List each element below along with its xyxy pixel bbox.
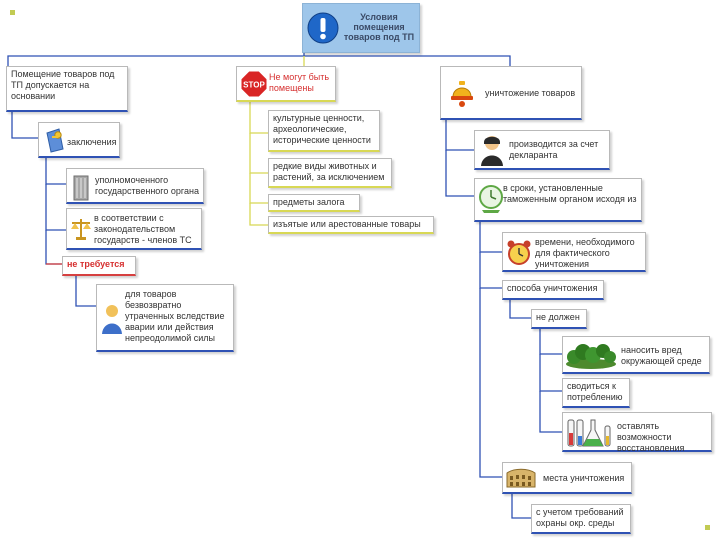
bell-icon bbox=[451, 81, 473, 107]
root-title: Условия помещения товаров под ТП bbox=[343, 12, 415, 42]
requirements-label: с учетом требований охраны окр. среды bbox=[536, 507, 624, 528]
places-node[interactable]: места уничтожения bbox=[502, 462, 632, 494]
key-document-icon bbox=[46, 128, 64, 153]
building-icon bbox=[73, 175, 89, 201]
restore-label: оставлять возможности восстановления bbox=[617, 421, 685, 453]
lost-goods-label: для товаров безвозвратно утраченных всле… bbox=[125, 289, 225, 343]
time-needed-label: времени, необходимого для фактического у… bbox=[535, 237, 635, 269]
per-law-label: в соответствии с законодательством госуд… bbox=[94, 213, 192, 245]
declarant-cost-label: производится за счет декларанта bbox=[509, 139, 599, 160]
scales-icon bbox=[71, 219, 91, 240]
declarant-cost-node[interactable]: производится за счет декларанта bbox=[474, 130, 610, 170]
reduce-label: сводиться к потреблению bbox=[567, 381, 623, 402]
cannot-be-placed-label: Не могут быть помещены bbox=[269, 72, 330, 93]
must-not-node[interactable]: не должен bbox=[531, 309, 587, 329]
conclusions-node[interactable]: заключения bbox=[38, 122, 120, 158]
cannot-be-placed-node[interactable]: STOP Не могут быть помещены bbox=[236, 66, 336, 102]
colosseum-icon bbox=[506, 468, 536, 488]
flasks-icon bbox=[567, 419, 611, 447]
authorized-body-label: уполномоченного государственного органа bbox=[95, 175, 199, 196]
time-needed-node[interactable]: времени, необходимого для фактического у… bbox=[502, 232, 646, 272]
requirements-node[interactable]: с учетом требований охраны окр. среды bbox=[531, 504, 631, 534]
destruction-label: уничтожение товаров bbox=[485, 88, 576, 98]
admission-basis-node[interactable]: Помещение товаров под ТП допускается на … bbox=[6, 66, 128, 112]
places-label: места уничтожения bbox=[543, 473, 625, 483]
deadlines-label: в сроки, установленные таможенным органо… bbox=[503, 183, 637, 204]
corner-marker bbox=[10, 10, 15, 15]
svg-text:STOP: STOP bbox=[243, 81, 265, 90]
person-icon bbox=[481, 136, 503, 166]
must-not-label: не должен bbox=[536, 312, 580, 322]
deadlines-node[interactable]: в сроки, установленные таможенным органо… bbox=[474, 178, 642, 222]
destruction-node[interactable]: уничтожение товаров bbox=[440, 66, 582, 120]
cultural-values-node[interactable]: культурные ценности, археологические, ис… bbox=[268, 110, 380, 152]
forest-icon bbox=[566, 344, 616, 369]
stop-sign-icon: STOP bbox=[240, 70, 268, 98]
reduce-node[interactable]: сводиться к потреблению bbox=[562, 378, 630, 408]
middle-item: предметы залога bbox=[273, 197, 345, 207]
seized-goods-node[interactable]: изъятые или арестованные товары bbox=[268, 216, 434, 234]
person-icon bbox=[102, 305, 122, 334]
harm-label: наносить вред окружающей среде bbox=[621, 345, 702, 366]
not-required-label: не требуется bbox=[67, 259, 125, 269]
pledge-items-node[interactable]: предметы залога bbox=[268, 194, 360, 212]
rare-species-node[interactable]: редкие виды животных и растений, за искл… bbox=[268, 158, 392, 188]
middle-item: изъятые или арестованные товары bbox=[273, 219, 421, 229]
not-required-node[interactable]: не требуется bbox=[62, 256, 136, 276]
exclamation-icon bbox=[307, 12, 339, 44]
alarm-clock-icon bbox=[507, 240, 531, 265]
admission-basis-label: Помещение товаров под ТП допускается на … bbox=[11, 69, 115, 101]
middle-item: редкие виды животных и растений, за искл… bbox=[273, 161, 385, 182]
middle-item: культурные ценности, археологические, ис… bbox=[273, 113, 371, 145]
conclusions-label: заключения bbox=[67, 137, 117, 147]
restore-node[interactable]: оставлять возможности восстановления bbox=[562, 412, 712, 453]
method-label: способа уничтожения bbox=[507, 283, 598, 293]
root-node[interactable]: Условия помещения товаров под ТП bbox=[302, 3, 420, 53]
harm-node[interactable]: наносить вред окружающей среде bbox=[562, 336, 710, 374]
lost-goods-node[interactable]: для товаров безвозвратно утраченных всле… bbox=[96, 284, 234, 352]
authorized-body-node[interactable]: уполномоченного государственного органа bbox=[66, 168, 204, 204]
method-node[interactable]: способа уничтожения bbox=[502, 280, 604, 300]
clock-icon bbox=[479, 185, 503, 213]
corner-marker bbox=[705, 525, 710, 530]
per-law-node[interactable]: в соответствии с законодательством госуд… bbox=[66, 208, 202, 250]
